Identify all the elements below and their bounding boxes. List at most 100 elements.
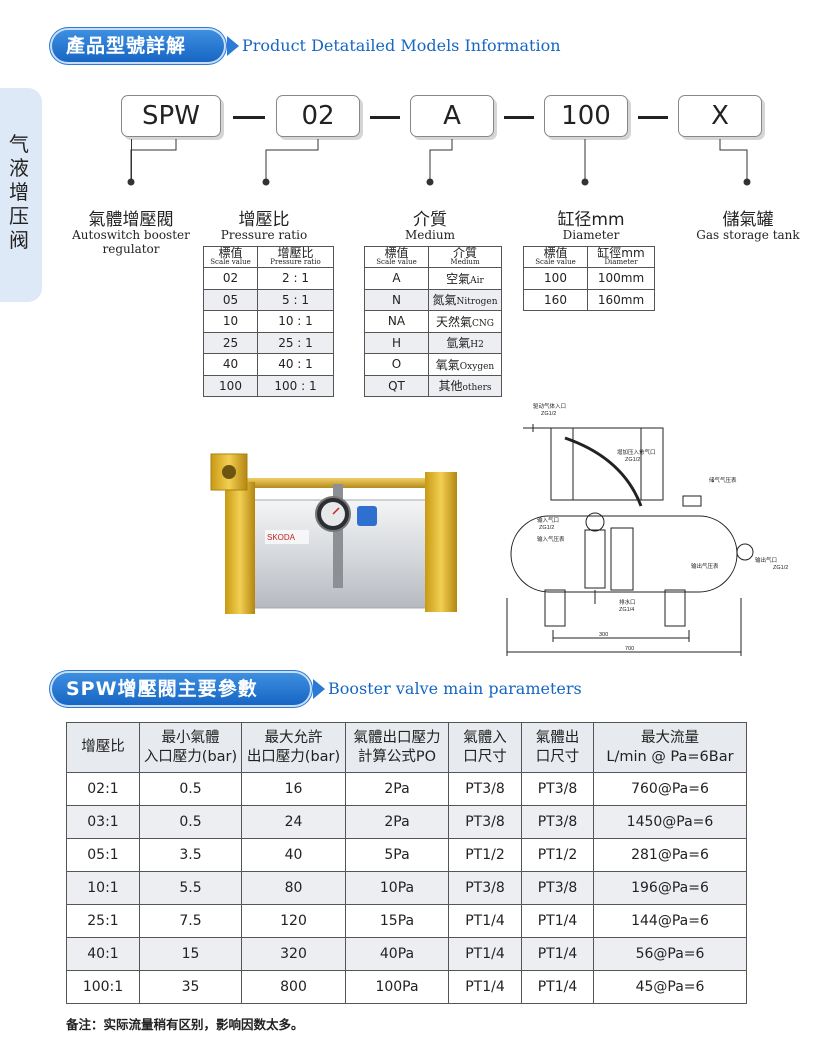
params-header: 增壓比: [66, 722, 140, 773]
code-dash: [504, 116, 534, 119]
drawing-label: 驱动气体入口: [533, 402, 566, 410]
port-hole: [222, 465, 236, 479]
center-valve: [333, 484, 343, 588]
category-medium-zh: 介質: [413, 210, 447, 230]
params-header: 最大允許出口壓力(bar): [241, 722, 346, 773]
leader-lines-svg: [127, 139, 751, 186]
params-header-row: 增壓比 最小氣體入口壓力(bar) 最大允許出口壓力(bar) 氣體出口壓力計算…: [66, 722, 747, 773]
category-regulator-en2: regulator: [102, 242, 160, 256]
drawing-label: ZG1/2: [773, 565, 788, 571]
brand-label: SKODA: [267, 533, 296, 542]
category-ratio-en: Pressure ratio: [220, 228, 308, 242]
category-regulator-zh: 氣體增壓閥: [88, 210, 174, 230]
footnote: 备注：实际流量稍有区别，影响因数太多。: [66, 1017, 304, 1032]
drawing-label: ZG1/2: [539, 525, 554, 531]
drawing-label: 输入气口: [537, 516, 559, 524]
drawing-label: 300: [599, 632, 608, 638]
drawing-label: 增加压入惫气口: [617, 448, 656, 456]
params-header: 氣體出口壓力計算公式PO: [345, 722, 449, 773]
section-header-models: 產品型號詳解: [52, 30, 224, 62]
code-dash: [638, 116, 668, 119]
category-diameter-en: Diameter: [562, 228, 620, 242]
code-box-tank: X: [678, 95, 762, 137]
gauge-icon: [585, 512, 605, 532]
category-tank-zh: 儲氣罐: [722, 210, 774, 230]
tank-leg: [664, 589, 686, 627]
code-dash: [233, 116, 265, 119]
drawing-label: ZG1/4: [619, 607, 634, 613]
params-header: 最小氣體入口壓力(bar): [139, 722, 242, 773]
params-table: 增壓比 最小氣體入口壓力(bar) 最大允許出口壓力(bar) 氣體出口壓力計算…: [66, 722, 747, 1004]
section-header-params: SPW增壓閥主要參數: [52, 673, 310, 705]
side-tab: 气液增压阀: [0, 88, 42, 302]
technical-drawing: 驱动气体入口 ZG1/2 增加压入惫气口 ZG1/2 储气气压表 输入气口 ZG…: [506, 402, 788, 656]
product-photo: SKODA: [210, 453, 457, 614]
regulator-knob: [357, 506, 377, 526]
category-regulator-en1: Autoswitch booster: [72, 228, 190, 242]
side-tab-label: 气液增压阀: [9, 132, 29, 252]
code-box-ratio: 02: [276, 95, 360, 137]
leader-dot: [127, 178, 135, 186]
code-box-diameter: 100: [544, 95, 628, 137]
tank-valve: [682, 495, 702, 507]
leader-dot: [581, 178, 589, 186]
tie-rod: [227, 478, 451, 488]
code-box-medium: A: [410, 95, 494, 137]
section-header-models-label: 產品型號詳解: [66, 35, 187, 57]
section-header-models-en: Product Detatailed Models Information: [242, 36, 561, 55]
drawing-label: 700: [625, 646, 634, 652]
category-diameter-zh: 缸径mm: [557, 210, 625, 230]
category-tank-en: Gas storage tank: [696, 228, 800, 242]
gauge-icon: [736, 543, 754, 561]
category-ratio-zh: 增壓比: [238, 210, 290, 230]
params-header: 氣體出口尺寸: [521, 722, 594, 773]
section-header-params-label: SPW增壓閥主要參數: [66, 678, 258, 700]
code-box-series: SPW: [121, 95, 221, 137]
end-cap-right: [425, 472, 457, 612]
drawing-label: 排水口: [619, 598, 636, 606]
leader-dot: [743, 178, 751, 186]
drawing-label: 输出气压表: [691, 562, 719, 570]
pill-arrow-icon: [313, 679, 325, 699]
code-dash: [370, 116, 400, 119]
leader-dot: [262, 178, 270, 186]
category-medium-en: Medium: [404, 228, 455, 242]
booster-outline: [550, 427, 664, 501]
end-cap-left: [225, 482, 255, 614]
drawing-label: 输入气压表: [537, 535, 565, 543]
drawing-label: 储气气压表: [709, 476, 737, 484]
drawing-label: ZG1/2: [541, 411, 556, 417]
params-header: 氣體入口尺寸: [448, 722, 522, 773]
tank-leg: [544, 589, 566, 627]
section-header-params-en: Booster valve main parameters: [328, 679, 582, 698]
